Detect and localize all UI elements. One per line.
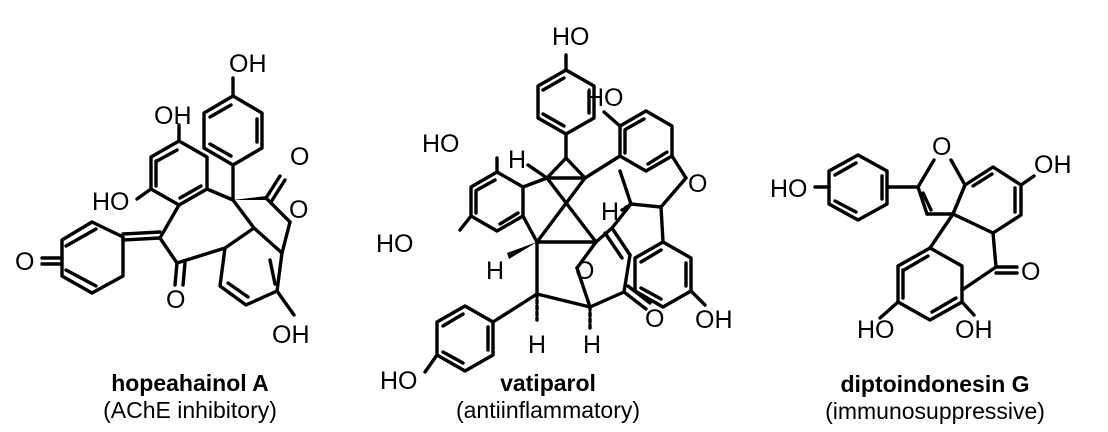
atom-label: O [289,196,308,224]
atom-label: HO [857,316,895,344]
atom-label: OH [229,50,267,78]
atom-label: OH [272,321,310,349]
atom-label: O [166,286,185,314]
compound-activity: (immunosuppressive) [825,398,1045,424]
atom-label: OH [695,306,733,334]
atom-label: HO [770,175,808,203]
atom-label: O [1021,258,1040,286]
atom-label: H [508,146,526,174]
compound-name: diptoindonesin G [840,371,1030,397]
atom-label: HO [380,367,418,395]
atom-label: O [575,257,594,285]
atom-label: OH [1034,151,1072,179]
hopeahainol-a-structure: OH OH O HO O O O OH [15,50,310,349]
atom-label: H [601,198,619,226]
compound-name: vatiparol [500,370,596,396]
atom-label: O [290,143,309,171]
atom-label: HO [552,23,590,51]
vatiparol-structure: HO HO HO H O H HO H O O OH H H HO [376,23,733,395]
diptoindonesin-g-structure: O OH HO O HO OH [770,133,1072,344]
atom-label: HO [376,230,414,258]
atom-label: O [688,170,707,198]
atom-label: O [645,305,664,333]
atom-label: OH [955,316,993,344]
compound-activity: (AChE inhibitory) [103,397,277,423]
compound-name: hopeahainol A [111,370,269,396]
compound-activity: (antiinflammatory) [455,397,641,423]
atom-label: HO [586,84,624,112]
atom-label: H [486,257,504,285]
atom-label: O [932,133,951,161]
atom-label: H [528,331,546,359]
atom-label: H [583,331,601,359]
atom-label: HO [92,188,130,216]
atom-label: OH [154,102,192,130]
atom-label: HO [422,130,460,158]
atom-label: O [15,248,34,276]
